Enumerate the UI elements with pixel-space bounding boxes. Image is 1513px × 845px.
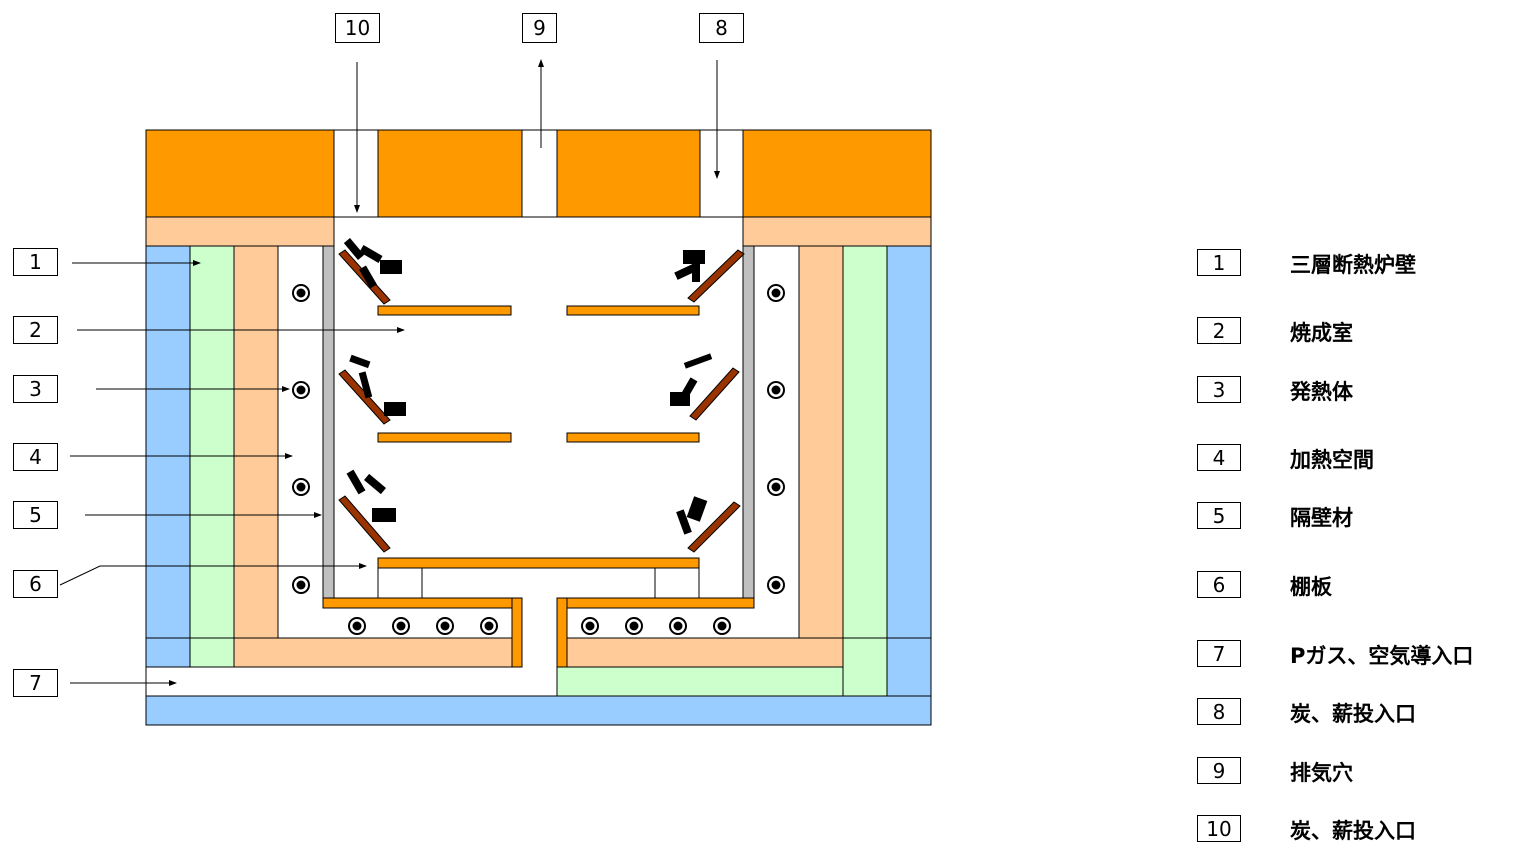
shelves bbox=[377, 305, 700, 598]
legend-number-8: 8 bbox=[1197, 698, 1241, 725]
legend-label-5: 隔壁材 bbox=[1290, 506, 1353, 530]
legend-label-1: 三層断熱炉壁 bbox=[1290, 253, 1416, 277]
legend-number-2: 2 bbox=[1197, 317, 1241, 344]
callout-9: 9 bbox=[522, 13, 557, 43]
legend-number-4: 4 bbox=[1197, 444, 1241, 471]
legend-label-2: 焼成室 bbox=[1290, 321, 1353, 345]
legend-label-9: 排気穴 bbox=[1290, 761, 1353, 785]
legend-number-7: 7 bbox=[1197, 640, 1241, 667]
legend-number-5: 5 bbox=[1197, 502, 1241, 529]
callout-8: 8 bbox=[699, 13, 744, 43]
shelf-bottom bbox=[377, 557, 700, 569]
top-insulation-left bbox=[145, 216, 335, 247]
shelf-upper-right bbox=[566, 305, 700, 316]
heater-double-circle-icon-group bbox=[292, 284, 785, 635]
charcoal-inlet-left-opening bbox=[333, 129, 379, 218]
legend-number-9: 9 bbox=[1197, 757, 1241, 784]
callout-2: 2 bbox=[13, 316, 58, 344]
heater-icon bbox=[292, 381, 310, 399]
heater-icon bbox=[292, 284, 310, 302]
heater-icon bbox=[581, 617, 599, 635]
charcoal-inlet-right-opening bbox=[699, 129, 744, 218]
callout-5: 5 bbox=[13, 501, 58, 529]
leader-arrows bbox=[59, 59, 720, 686]
callout-4: 4 bbox=[13, 443, 58, 471]
callout-3: 3 bbox=[13, 375, 58, 403]
kiln-lid bbox=[145, 129, 932, 218]
partition-right bbox=[742, 245, 755, 599]
heater-icon bbox=[669, 617, 687, 635]
legend-label-10: 炭、薪投入口 bbox=[1290, 819, 1416, 843]
heater-icon bbox=[292, 576, 310, 594]
heater-icon bbox=[348, 617, 366, 635]
heater-icon bbox=[392, 617, 410, 635]
shelf-upper-left bbox=[377, 305, 512, 316]
callout-1: 1 bbox=[13, 248, 58, 276]
legend-number-3: 3 bbox=[1197, 376, 1241, 403]
callout-10: 10 bbox=[335, 13, 380, 43]
heater-icon bbox=[767, 576, 785, 594]
legend-number-10: 10 bbox=[1197, 815, 1241, 842]
baffles bbox=[338, 249, 745, 553]
partition-left bbox=[322, 245, 335, 599]
legend-number-1: 1 bbox=[1197, 249, 1241, 276]
floor-layers-left bbox=[145, 637, 513, 668]
heater-icon bbox=[292, 478, 310, 496]
heater-icon bbox=[436, 617, 454, 635]
legend-label-8: 炭、薪投入口 bbox=[1290, 702, 1416, 726]
three-layer-wall-right bbox=[798, 245, 932, 639]
heater-icon bbox=[625, 617, 643, 635]
kiln-base bbox=[145, 695, 932, 726]
top-insulation-right bbox=[742, 216, 932, 247]
shelf-middle-left bbox=[377, 432, 512, 443]
floor-layers-right bbox=[556, 637, 932, 697]
heater-icon bbox=[767, 284, 785, 302]
heater-icon bbox=[767, 381, 785, 399]
legend-number-6: 6 bbox=[1197, 571, 1241, 598]
charcoal-pieces-icon bbox=[343, 238, 713, 535]
three-layer-wall-left bbox=[145, 245, 279, 639]
legend-label-4: 加熱空間 bbox=[1290, 448, 1374, 472]
legend-label-7: Pガス、空気導入口 bbox=[1290, 644, 1474, 668]
exhaust-hole-opening bbox=[521, 129, 558, 218]
legend-label-3: 発熱体 bbox=[1290, 380, 1353, 404]
callout-7: 7 bbox=[13, 669, 58, 697]
heater-icon bbox=[767, 478, 785, 496]
heater-icon bbox=[713, 617, 731, 635]
callout-6: 6 bbox=[13, 570, 58, 598]
shelf-middle-right bbox=[566, 432, 700, 443]
heater-icon bbox=[480, 617, 498, 635]
legend-label-6: 棚板 bbox=[1290, 575, 1332, 599]
